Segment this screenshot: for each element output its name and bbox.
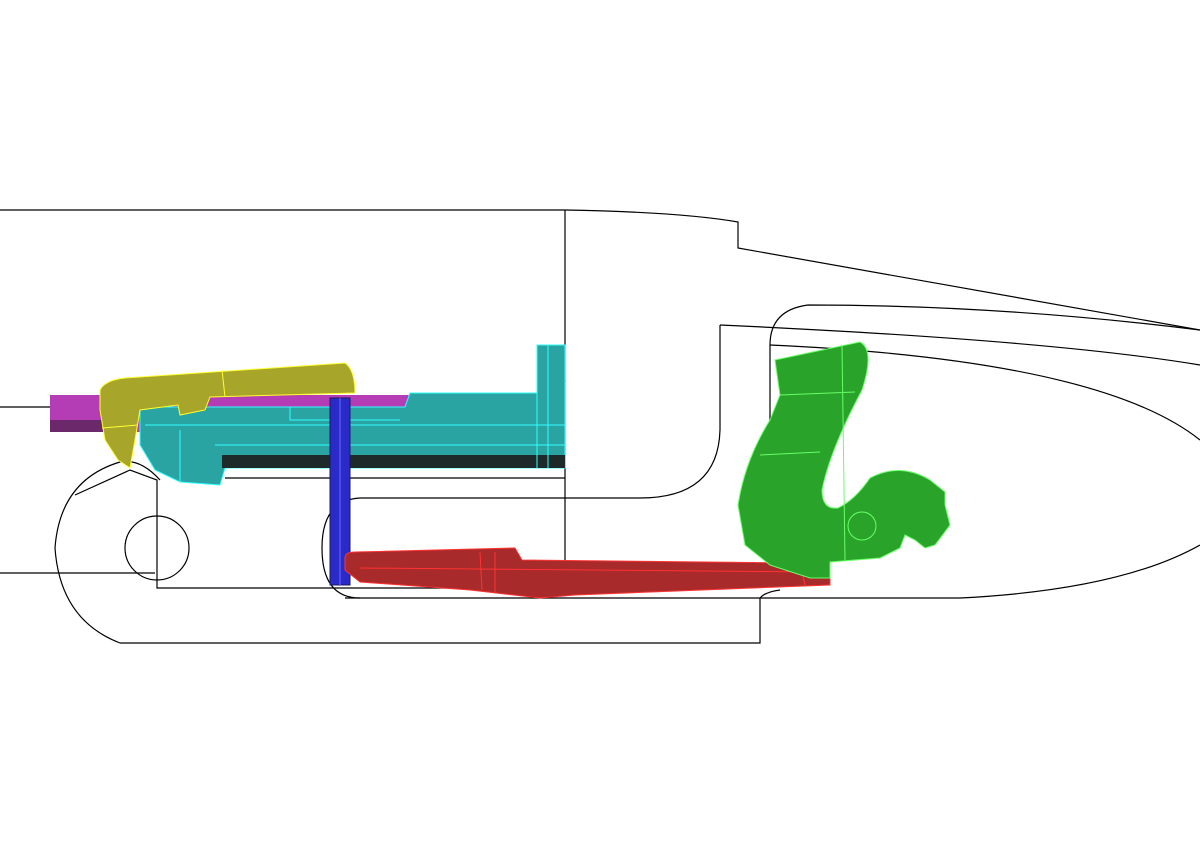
yellow-lever [99, 362, 356, 469]
red-lever [344, 547, 831, 599]
hammer-pivot-circle [847, 511, 877, 541]
cyan-slide [139, 344, 566, 486]
hinge-pin-circle [124, 515, 190, 581]
blue-pin [329, 397, 351, 586]
green-hammer [737, 341, 951, 579]
